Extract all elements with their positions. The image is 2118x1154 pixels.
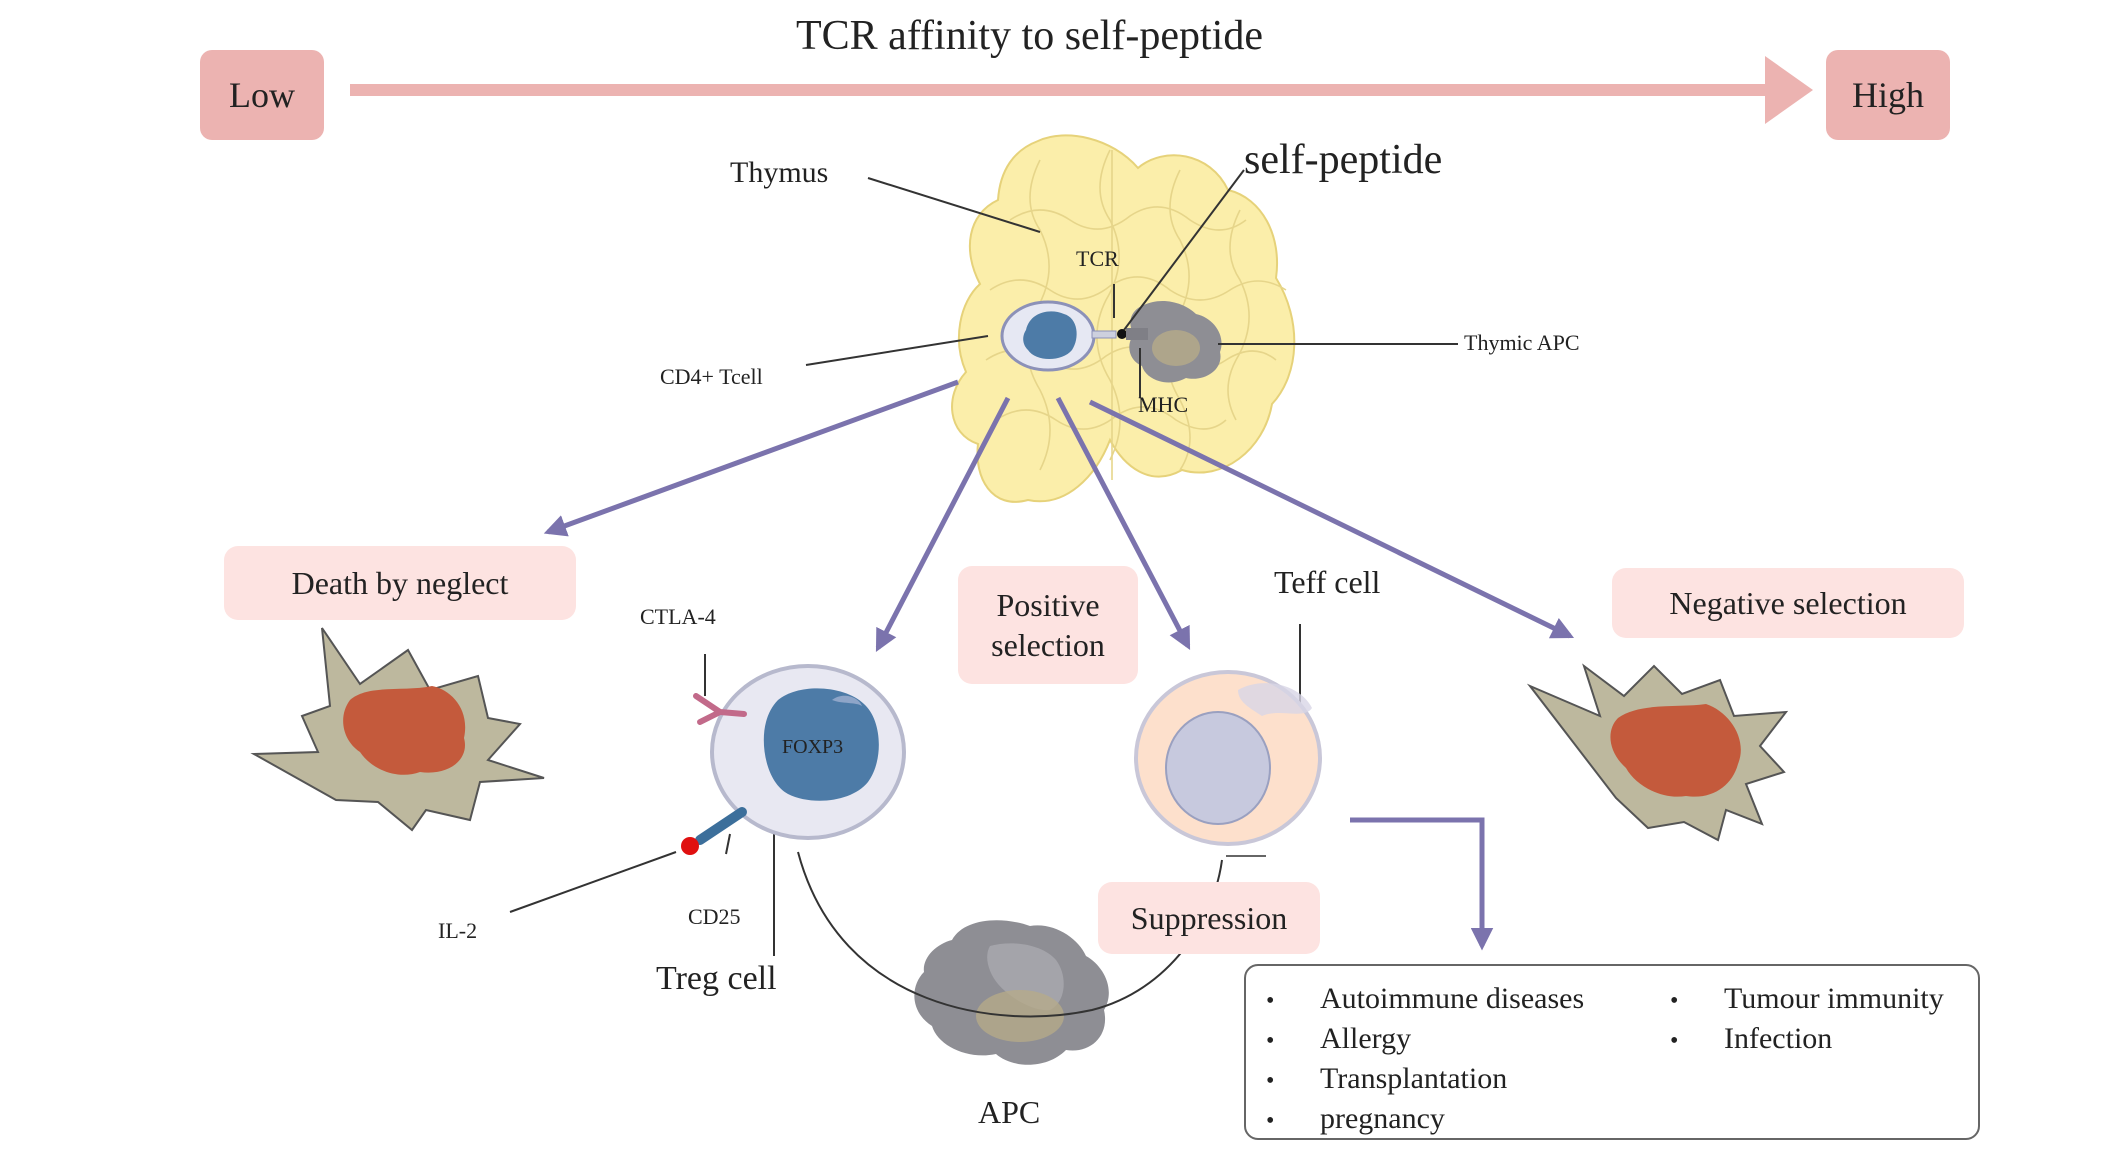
death-by-neglect-box: Death by neglect xyxy=(224,546,576,620)
thymic-apc-cell xyxy=(1126,300,1222,383)
tcr-label: TCR xyxy=(1076,246,1119,271)
outcomes-list-left: Autoimmune diseasesAllergyTransplantatio… xyxy=(1266,980,1584,1140)
cd4-tcell xyxy=(1000,300,1127,372)
cd4-tcell-label: CD4+ Tcell xyxy=(660,364,763,389)
low-box: Low xyxy=(200,50,324,140)
foxp3-label: FOXP3 xyxy=(782,736,844,758)
low-label: Low xyxy=(229,75,295,115)
il2-label: IL-2 xyxy=(438,918,478,943)
positive-selection-box: Positive selection xyxy=(958,566,1138,684)
outcome-item: pregnancy xyxy=(1266,1100,1584,1140)
apc-label: APC xyxy=(978,1094,1041,1130)
negative-selection-box: Negative selection xyxy=(1612,568,1964,638)
arrow-outcomes xyxy=(1350,817,1494,951)
cd25-label: CD25 xyxy=(688,904,741,929)
outcome-item: Tumour immunity xyxy=(1670,980,1944,1020)
outcome-item: Transplantation xyxy=(1266,1060,1584,1100)
arrow-death-by-neglect xyxy=(543,379,959,537)
apc-cell xyxy=(914,920,1109,1065)
mhc-label: MHC xyxy=(1138,392,1189,417)
affinity-arrow xyxy=(350,56,1813,124)
suppression-label: Suppression xyxy=(1130,899,1288,936)
high-box: High xyxy=(1826,50,1950,140)
negative-selection-label: Negative selection xyxy=(1669,584,1907,621)
suppression-box: Suppression xyxy=(1098,882,1320,954)
death-by-neglect-label: Death by neglect xyxy=(291,564,509,601)
ctla4-label: CTLA-4 xyxy=(640,604,716,629)
arrow-negative-selection xyxy=(1088,399,1575,639)
self-peptide-label: self-peptide xyxy=(1244,137,1443,183)
outcomes-box: Autoimmune diseasesAllergyTransplantatio… xyxy=(1244,964,1980,1140)
teff-cell xyxy=(1134,670,1322,857)
treg-cell xyxy=(681,664,906,855)
outcomes-list-right: Tumour immunityInfection xyxy=(1670,980,1944,1060)
teff-label: Teff cell xyxy=(1274,564,1381,600)
thymus-label: Thymus xyxy=(730,156,829,189)
arrow-teff xyxy=(1055,396,1191,650)
positive-selection-line2: selection xyxy=(991,627,1105,663)
treg-label: Treg cell xyxy=(656,960,777,997)
outcome-item: Autoimmune diseases xyxy=(1266,980,1584,1020)
high-label: High xyxy=(1852,75,1924,115)
dead-cell-negative xyxy=(1526,663,1789,842)
outcome-item: Allergy xyxy=(1266,1020,1584,1060)
arrow-treg xyxy=(875,396,1011,652)
outcome-item: Infection xyxy=(1670,1020,1944,1060)
positive-selection-line1: Positive xyxy=(996,587,1100,623)
page-title: TCR affinity to self-peptide xyxy=(796,13,1263,59)
thymic-apc-label: Thymic APC xyxy=(1464,330,1580,355)
thymus-organ xyxy=(951,134,1296,503)
dead-cell-neglect xyxy=(250,627,545,832)
selection-arrows xyxy=(543,379,1575,951)
